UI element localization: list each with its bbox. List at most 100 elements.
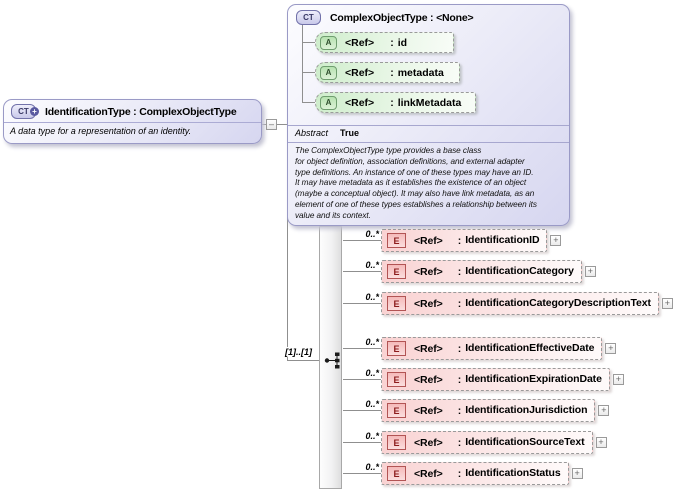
element-connector: 0..* [343,337,381,360]
element-row-IdentificationID: 0..* E <Ref> : IdentificationID + [343,228,562,252]
colon-separator: : [457,373,462,386]
element-ref: <Ref> [414,404,443,417]
collapse-button[interactable]: – [266,119,277,130]
colon-separator: : [457,404,462,417]
attribute-ref: <Ref> [345,96,375,109]
connector-line [261,124,266,125]
divider [4,122,261,123]
element-box[interactable]: E <Ref> : IdentificationCategory [381,260,582,283]
element-box[interactable]: E <Ref> : IdentificationCategoryDescript… [381,292,659,315]
element-connector: 0..* [343,431,381,454]
element-row-IdentificationJurisdiction: 0..* E <Ref> : IdentificationJurisdictio… [343,399,610,422]
attribute-tree-line [302,72,315,73]
element-row-IdentificationExpirationDate: 0..* E <Ref> : IdentificationExpirationD… [343,368,624,391]
attribute-ref: <Ref> [345,66,375,79]
divider [288,142,569,143]
cardinality-label: [1]..[1] [283,347,314,357]
expand-button[interactable]: + [605,343,617,354]
plus-badge-icon: + [30,107,39,116]
element-box[interactable]: E <Ref> : IdentificationEffectiveDate [381,337,603,360]
element-row-IdentificationEffectiveDate: 0..* E <Ref> : IdentificationEffectiveDa… [343,337,617,360]
element-name: IdentificationCategory [465,265,574,277]
element-box[interactable]: E <Ref> : IdentificationSourceText [381,431,593,454]
connector-line [343,442,381,443]
element-connector: 0..* [343,260,381,283]
element-ref: <Ref> [414,265,443,278]
element-ref: <Ref> [414,436,443,449]
attribute-tree-line [302,102,315,103]
complex-type-icon: CT [296,10,321,25]
attribute-name: linkMetadata [397,96,462,109]
element-ref: <Ref> [414,467,443,480]
colon-separator: : [457,342,462,355]
element-box[interactable]: E <Ref> : IdentificationExpirationDate [381,368,610,391]
main-type-description: A data type for a representation of an i… [10,126,192,136]
element-row-IdentificationSourceText: 0..* E <Ref> : IdentificationSourceText … [343,431,607,454]
element-icon: E [387,233,406,248]
element-connector: 0..* [343,462,381,485]
attribute-row-id[interactable]: A <Ref> : id [315,32,454,53]
element-box[interactable]: E <Ref> : IdentificationStatus [381,462,569,485]
expand-button[interactable]: + [598,405,610,416]
colon-separator: : [457,436,462,449]
occurrence-label: 0..* [365,367,379,378]
abstract-row: Abstract True [295,128,359,138]
element-icon: E [387,372,406,387]
expand-button[interactable]: + [584,266,596,277]
element-ref: <Ref> [414,373,443,386]
attribute-tree-line [302,42,315,43]
divider [288,125,569,126]
attribute-name: id [397,36,408,49]
occurrence-label: 0..* [365,259,379,270]
base-type-box: CT ComplexObjectType : <None> A <Ref> : … [287,4,570,226]
element-icon: E [387,341,406,356]
connector-line [343,303,381,304]
abstract-label: Abstract [295,128,329,138]
element-name: IdentificationExpirationDate [465,373,602,385]
type-documentation: The ComplexObjectType type provides a ba… [295,146,537,220]
element-connector: 0..* [343,399,381,422]
colon-separator: : [390,66,394,79]
colon-separator: : [390,96,394,109]
expand-button[interactable]: + [612,374,624,385]
connector-line [343,271,381,272]
colon-separator: : [457,234,462,247]
expand-button[interactable]: + [661,298,673,309]
element-name: IdentificationSourceText [465,436,585,448]
connector-line [287,124,288,361]
base-type-header: CT ComplexObjectType : <None> [288,5,569,27]
occurrence-label: 0..* [365,336,379,347]
element-ref: <Ref> [414,234,443,247]
attribute-ref: <Ref> [345,36,375,49]
expand-button[interactable]: + [550,235,562,246]
element-box[interactable]: E <Ref> : IdentificationID [381,229,548,252]
expand-button[interactable]: + [595,437,607,448]
element-icon: E [387,296,406,311]
main-type-title: IdentificationType : ComplexObjectType [45,105,237,118]
element-name: IdentificationEffectiveDate [465,342,595,354]
abstract-value: True [340,128,360,138]
attribute-row-linkMetadata[interactable]: A <Ref> : linkMetadata [315,92,476,113]
element-icon: E [387,435,406,450]
occurrence-label: 0..* [365,398,379,409]
attribute-row-metadata[interactable]: A <Ref> : metadata [315,62,460,83]
element-name: IdentificationJurisdiction [465,404,588,416]
element-connector: 0..* [343,368,381,391]
sequence-icon [324,352,340,369]
connector-line [343,240,381,241]
main-type-header: CT + IdentificationType : ComplexObjectT… [4,100,261,120]
occurrence-label: 0..* [365,228,379,239]
element-icon: E [387,403,406,418]
attribute-icon: A [320,35,337,50]
element-row-IdentificationStatus: 0..* E <Ref> : IdentificationStatus + [343,462,583,485]
element-connector: 0..* [343,292,381,315]
element-ref: <Ref> [414,297,443,310]
occurrence-label: 0..* [365,461,379,472]
element-box[interactable]: E <Ref> : IdentificationJurisdiction [381,399,596,422]
expand-button[interactable]: + [571,468,583,479]
connector-line [343,379,381,380]
element-row-IdentificationCategory: 0..* E <Ref> : IdentificationCategory + [343,260,596,283]
attribute-name: metadata [397,66,444,79]
connector-line [287,360,331,361]
